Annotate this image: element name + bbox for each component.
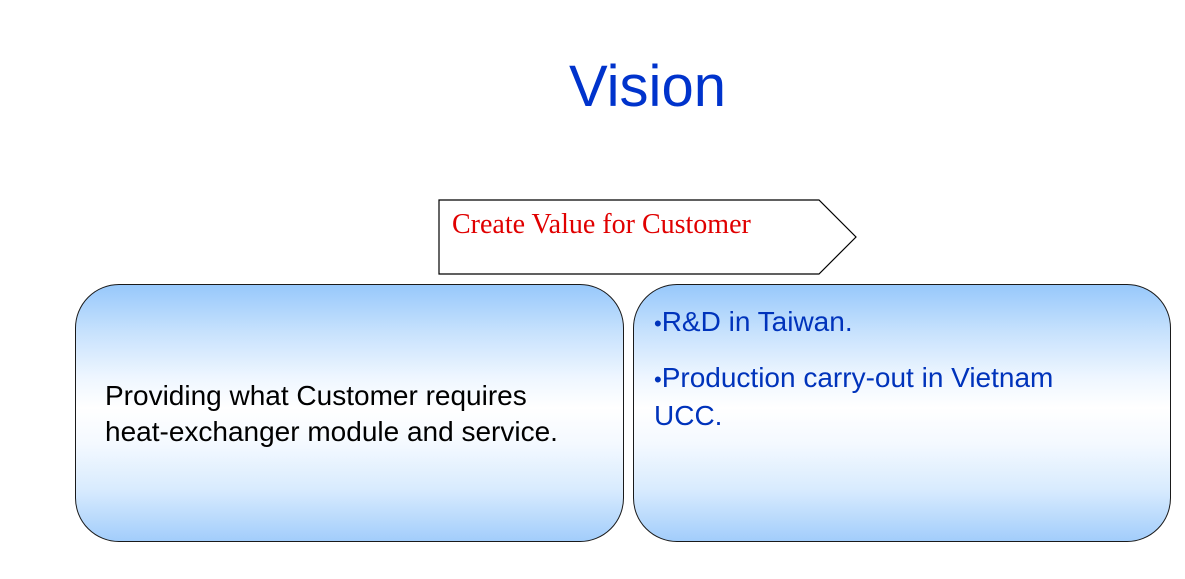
mission-statement-text: Providing what Customer requires heat-ex… [105,378,558,450]
value-banner-label: Create Value for Customer [452,209,751,240]
bullet-icon: • [654,311,662,336]
bullet-text: R&D in Taiwan. [661,306,853,337]
strategy-bullet: •Production carry-out in Vietnam UCC. [654,360,1053,434]
strategy-bullet-list: •R&D in Taiwan. •Production carry-out in… [654,304,1053,452]
strategy-box: •R&D in Taiwan. •Production carry-out in… [633,284,1171,542]
bullet-icon: • [654,367,662,392]
mission-line: Providing what Customer requires [105,380,527,411]
mission-line: heat-exchanger module and service. [105,416,558,447]
value-banner: Create Value for Customer [438,199,858,276]
slide-title: Vision [569,54,726,119]
pentagon-arrow-shape [438,199,857,275]
mission-statement-box: Providing what Customer requires heat-ex… [75,284,624,542]
bullet-text: Production carry-out in Vietnam [661,362,1054,393]
bullet-text-continuation: UCC. [654,400,723,431]
strategy-bullet: •R&D in Taiwan. [654,304,1053,342]
